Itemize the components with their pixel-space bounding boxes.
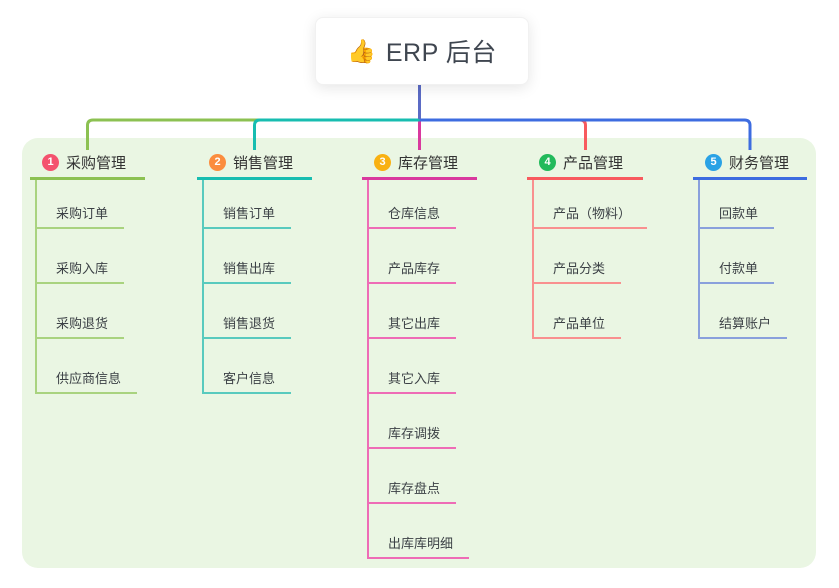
- branch-title: 财务管理: [729, 154, 790, 172]
- branch-node-5[interactable]: 5 财务管理: [693, 147, 807, 180]
- leaf-node[interactable]: 采购退货: [35, 311, 125, 339]
- branch-subtree-line: [698, 180, 700, 339]
- leaf-node[interactable]: 其它入库: [367, 366, 457, 394]
- leaf-node[interactable]: 结算账户: [698, 311, 788, 339]
- leaf-node[interactable]: 仓库信息: [367, 201, 457, 229]
- leaf-node[interactable]: 客户信息: [202, 366, 292, 394]
- leaf-node[interactable]: 供应商信息: [35, 366, 138, 394]
- leaf-node[interactable]: 库存调拨: [367, 421, 457, 449]
- leaf-node[interactable]: 销售退货: [202, 311, 292, 339]
- thumbs-up-icon: 👍: [347, 37, 376, 64]
- leaf-node[interactable]: 库存盘点: [367, 476, 457, 504]
- leaf-node[interactable]: 出库库明细: [367, 531, 470, 559]
- leaf-node[interactable]: 采购入库: [35, 256, 125, 284]
- branch-node-4[interactable]: 4 产品管理: [527, 147, 643, 180]
- branch-node-3[interactable]: 3 库存管理: [362, 147, 477, 180]
- leaf-node[interactable]: 销售出库: [202, 256, 292, 284]
- branch-title: 销售管理: [233, 154, 294, 172]
- branch-number-badge: 3: [374, 153, 391, 171]
- leaf-node[interactable]: 产品单位: [532, 311, 622, 339]
- leaf-node[interactable]: 采购订单: [35, 201, 125, 229]
- branch-title: 产品管理: [563, 154, 624, 172]
- branch-number-badge: 1: [42, 153, 59, 171]
- leaf-node[interactable]: 付款单: [698, 256, 775, 284]
- branch-title: 采购管理: [66, 154, 127, 172]
- branch-number-badge: 2: [209, 153, 226, 171]
- leaf-node[interactable]: 其它出库: [367, 311, 457, 339]
- branch-number-badge: 5: [705, 153, 722, 171]
- branch-number-badge: 4: [539, 153, 556, 171]
- branch-subtree-line: [367, 180, 369, 559]
- root-node[interactable]: 👍 ERP 后台: [315, 17, 529, 85]
- branch-subtree-line: [35, 180, 37, 394]
- root-node-title: ERP 后台: [385, 39, 497, 67]
- branch-node-1[interactable]: 1 采购管理: [30, 147, 145, 180]
- branch-title: 库存管理: [398, 154, 459, 172]
- branch-subtree-line: [532, 180, 534, 339]
- leaf-node[interactable]: 产品（物料）: [532, 201, 648, 229]
- branch-subtree-line: [202, 180, 204, 394]
- branch-node-2[interactable]: 2 销售管理: [197, 147, 312, 180]
- leaf-node[interactable]: 产品分类: [532, 256, 622, 284]
- leaf-node[interactable]: 回款单: [698, 201, 775, 229]
- branches-background-panel: [22, 138, 816, 568]
- leaf-node[interactable]: 产品库存: [367, 256, 457, 284]
- leaf-node[interactable]: 销售订单: [202, 201, 292, 229]
